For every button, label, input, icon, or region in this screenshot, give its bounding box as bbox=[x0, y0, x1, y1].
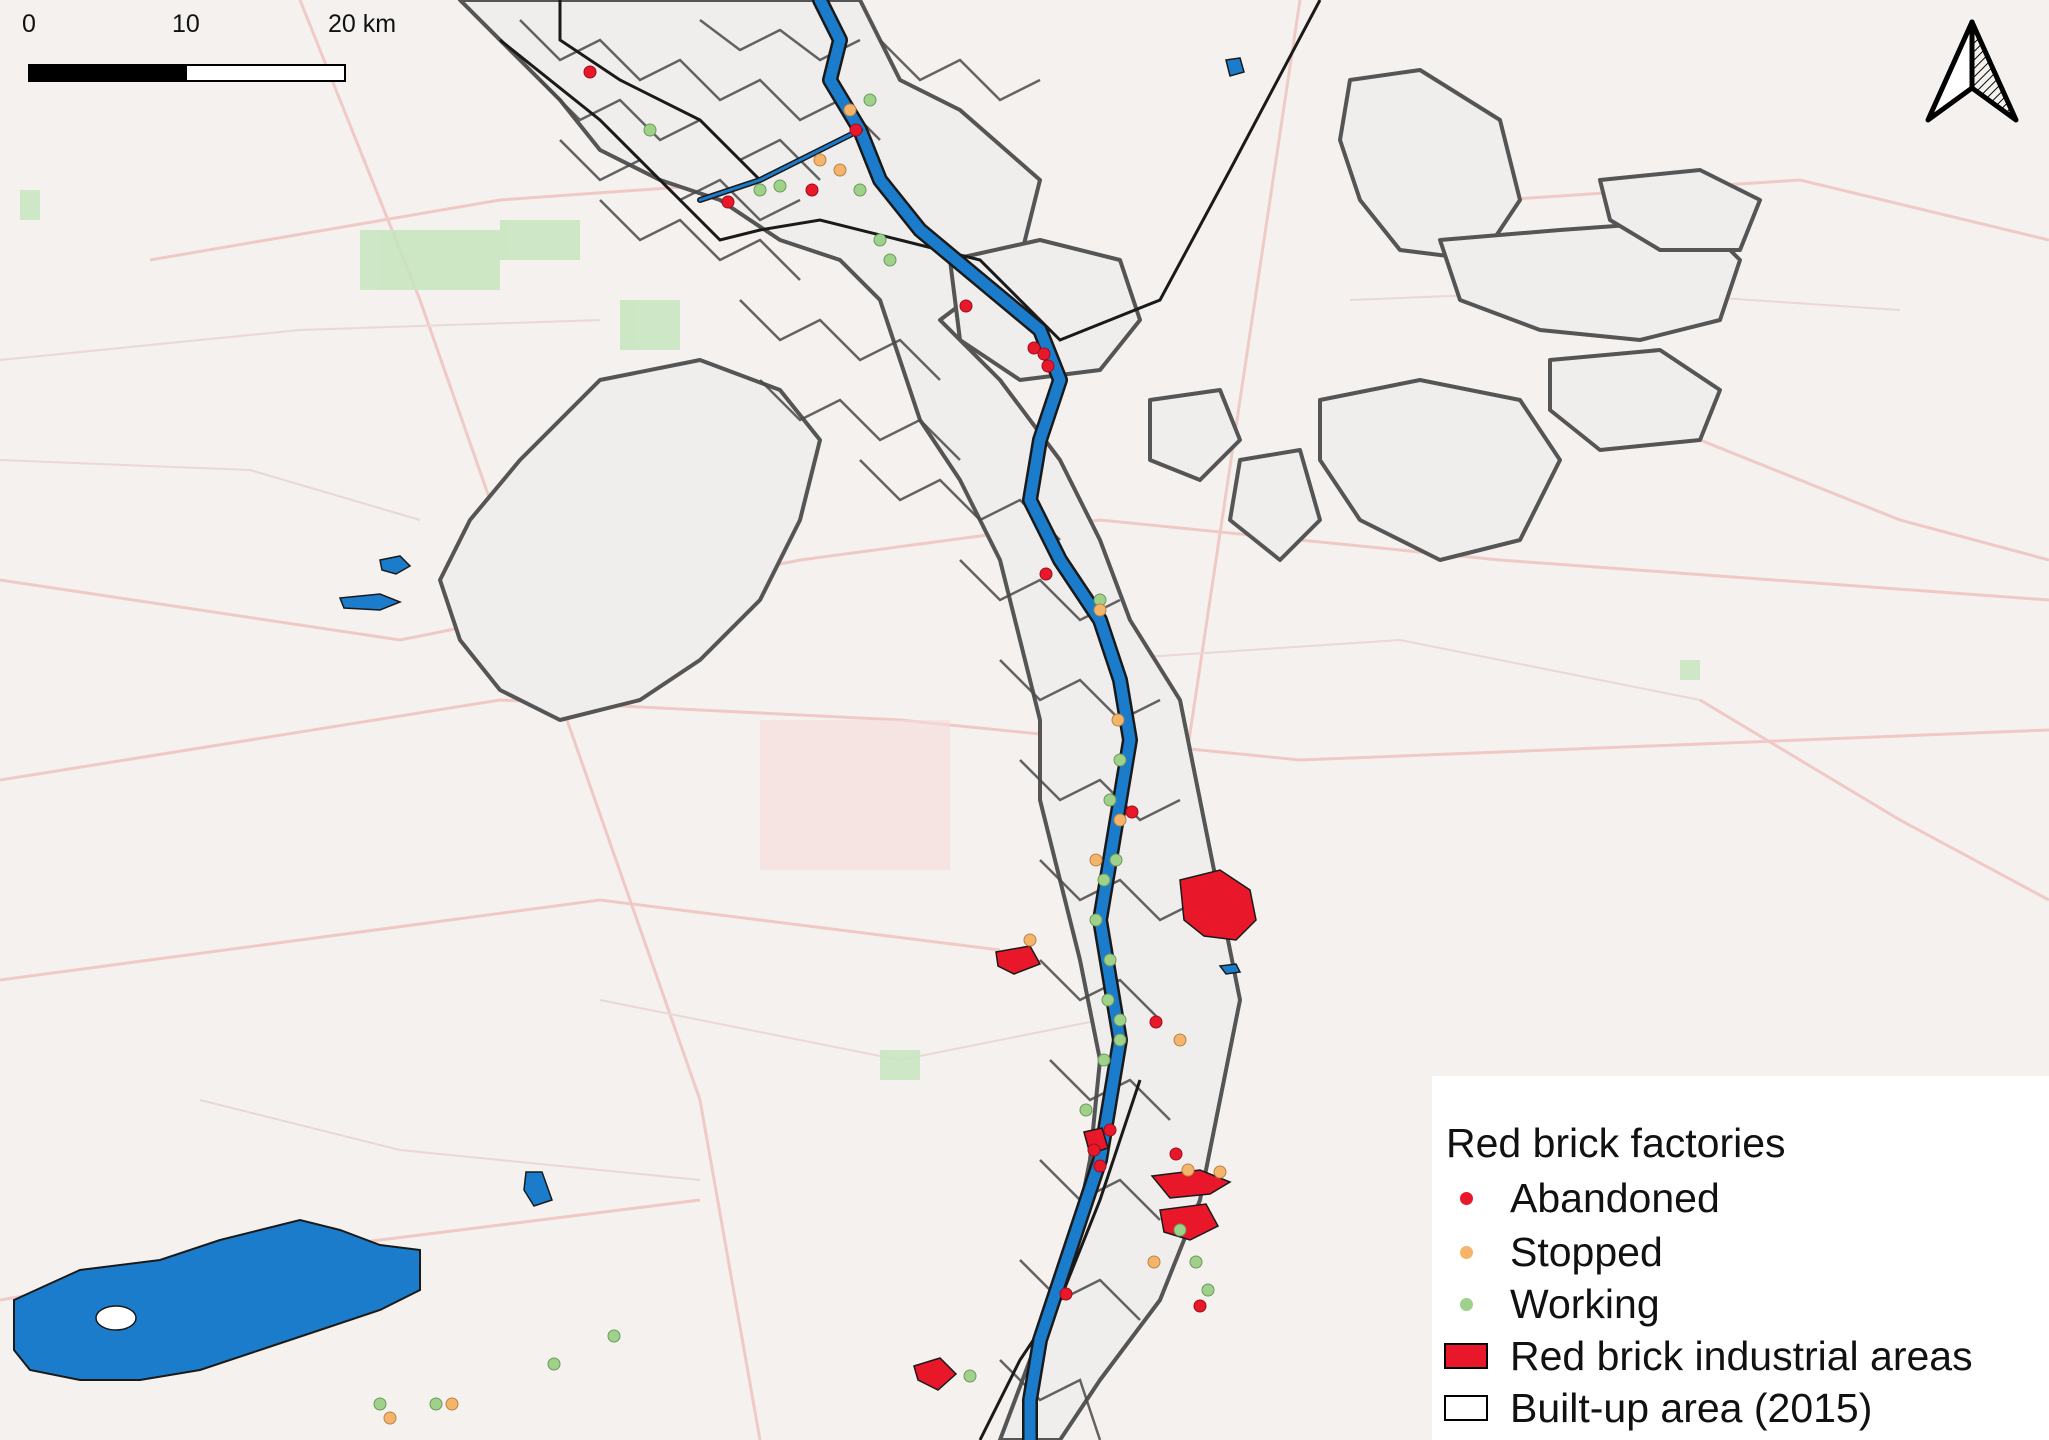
legend-swatch-built-up bbox=[1444, 1395, 1488, 1421]
legend-dot-abandoned bbox=[1459, 1191, 1473, 1205]
legend-symbol-stopped bbox=[1440, 1226, 1492, 1278]
legend-panel bbox=[1432, 1076, 2049, 1440]
legend-title: Red brick factories bbox=[1446, 1120, 1786, 1166]
small-water-bodies bbox=[338, 57, 1245, 1207]
legend-item-stopped: Stopped bbox=[1440, 1226, 1663, 1278]
legend-symbol-working bbox=[1440, 1278, 1492, 1330]
factory-points-working bbox=[373, 93, 1215, 1411]
legend-symbol-industrial bbox=[1440, 1330, 1492, 1382]
legend-label-built-up: Built-up area (2015) bbox=[1510, 1385, 1873, 1431]
basemap-restricted-area bbox=[760, 720, 950, 870]
scale-bar: 0 10 20 km bbox=[22, 10, 396, 82]
north-arrow-icon bbox=[1925, 19, 2019, 123]
built-up-areas bbox=[438, 0, 1762, 1440]
scale-label-0: 0 bbox=[22, 10, 36, 38]
legend-item-abandoned: Abandoned bbox=[1440, 1172, 1720, 1224]
legend-symbol-built-up bbox=[1440, 1382, 1492, 1434]
legend-dot-stopped bbox=[1459, 1245, 1473, 1259]
legend-label-industrial: Red brick industrial areas bbox=[1510, 1333, 1973, 1379]
legend-symbol-abandoned bbox=[1440, 1172, 1492, 1224]
legend-label-working: Working bbox=[1510, 1281, 1660, 1327]
factory-points-abandoned bbox=[583, 65, 1207, 1313]
legend-label-stopped: Stopped bbox=[1510, 1229, 1663, 1275]
legend-label-abandoned: Abandoned bbox=[1510, 1175, 1720, 1221]
legend-swatch-industrial bbox=[1444, 1343, 1488, 1369]
industrial-areas bbox=[913, 869, 1257, 1391]
legend-dot-working bbox=[1459, 1297, 1473, 1311]
legend-item-built-up: Built-up area (2015) bbox=[1440, 1382, 1872, 1434]
scale-bar-graphic bbox=[28, 64, 346, 82]
scale-bar-black-segment bbox=[30, 66, 187, 80]
river-nile bbox=[697, 0, 1138, 1440]
factory-points-stopped bbox=[383, 103, 1227, 1425]
scale-label-20km: 20 km bbox=[328, 10, 397, 38]
lake-qarun bbox=[13, 1218, 421, 1381]
legend-item-working: Working bbox=[1440, 1278, 1660, 1330]
scale-label-10: 10 bbox=[172, 10, 200, 38]
legend-item-industrial-areas: Red brick industrial areas bbox=[1440, 1330, 1973, 1382]
